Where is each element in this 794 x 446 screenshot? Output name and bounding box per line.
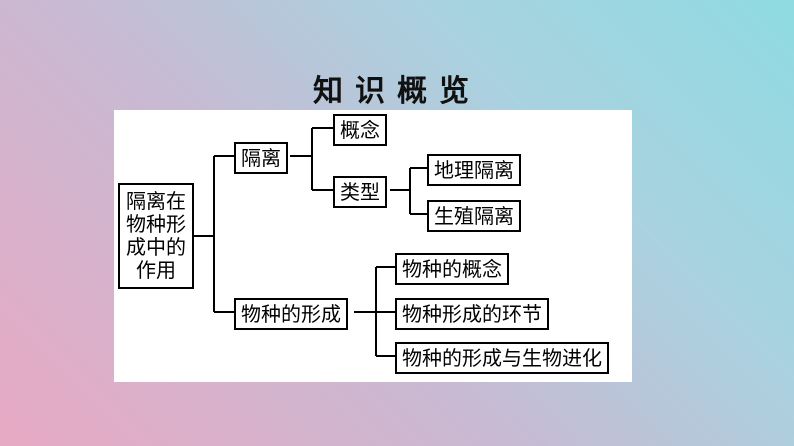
node-isolation: 隔离 bbox=[234, 142, 288, 174]
connector-lines bbox=[194, 127, 427, 357]
node-formation-and-evolution: 物种的形成与生物进化 bbox=[395, 342, 609, 374]
concept-map-panel: 隔离在物种形成中的作用 隔离 概念 类型 地理隔离 生殖隔离 物种的形成 物种的… bbox=[114, 110, 632, 382]
node-species-concept: 物种的概念 bbox=[395, 253, 509, 285]
node-species-formation: 物种的形成 bbox=[234, 298, 348, 330]
node-reproductive-isolation: 生殖隔离 bbox=[427, 200, 521, 232]
page-title: 知识概览 bbox=[313, 74, 481, 109]
node-concept: 概念 bbox=[333, 114, 387, 146]
node-geographic-isolation: 地理隔离 bbox=[427, 154, 521, 186]
node-formation-steps: 物种形成的环节 bbox=[395, 298, 549, 330]
root-node: 隔离在物种形成中的作用 bbox=[118, 183, 194, 289]
node-types: 类型 bbox=[333, 176, 387, 208]
